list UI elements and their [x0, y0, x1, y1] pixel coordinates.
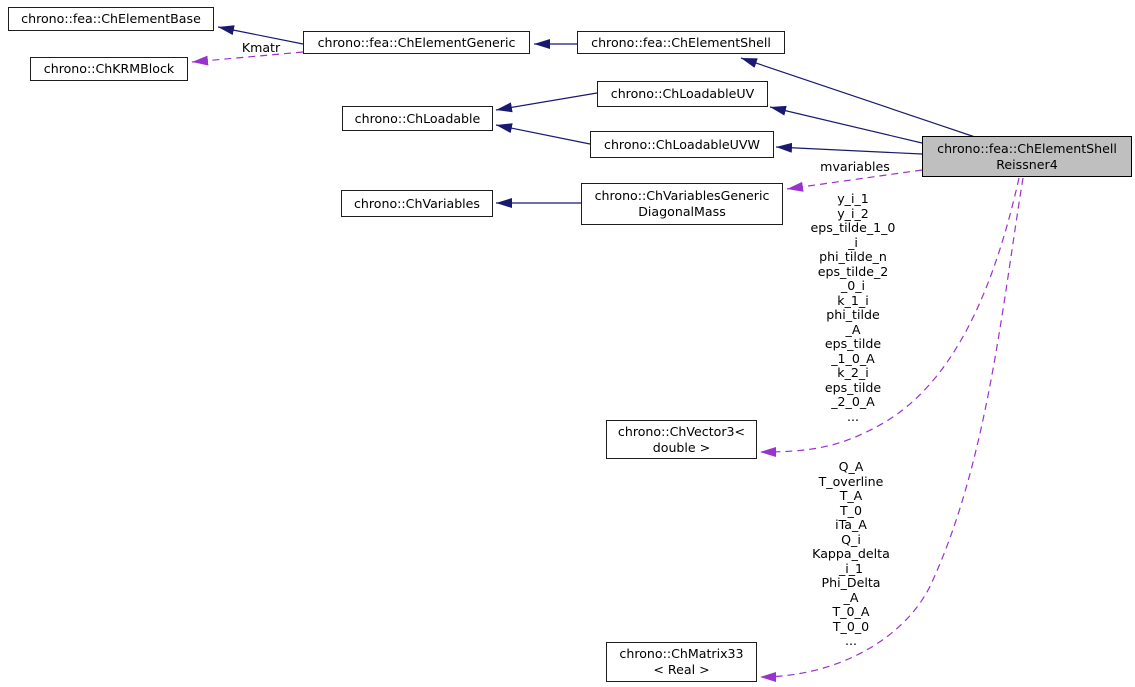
node-label: chrono::ChKRMBlock: [43, 61, 175, 76]
inheritance-arrow-reissner4-to-elementshell: [740, 57, 976, 138]
node-chvariables[interactable]: chrono::ChVariables: [341, 190, 493, 217]
node-label: chrono::ChLoadableUV: [610, 86, 755, 101]
edge-label-mvariables: mvariables: [820, 159, 890, 174]
node-label: chrono::ChLoadable: [354, 110, 481, 126]
usage-arrow-mvariables: [786, 169, 923, 192]
node-chvariablesgenericdiagonalmass[interactable]: chrono::ChVariablesGeneric DiagonalMass: [581, 183, 783, 225]
edge-label-kmatr: Kmatr: [241, 40, 281, 55]
node-chmatrix33-real[interactable]: chrono::ChMatrix33 < Real >: [606, 642, 757, 682]
node-label: double >: [652, 439, 711, 455]
node-label: Reissner4: [996, 156, 1058, 172]
node-label: chrono::fea::ChElementShell: [591, 34, 771, 50]
node-label: < Real >: [653, 662, 710, 677]
node-chelementgeneric[interactable]: chrono::fea::ChElementGeneric: [303, 31, 530, 54]
node-chloadableuvw[interactable]: chrono::ChLoadableUVW: [590, 131, 774, 158]
inheritance-arrow-loadableuv-to-loadable: [495, 92, 598, 113]
usage-arrow-kmatr: [191, 51, 304, 66]
inheritance-arrow-reissner4-to-loadableuv: [769, 105, 923, 144]
node-label: chrono::ChMatrix33: [619, 646, 744, 661]
node-label: chrono::fea::ChElementShell: [937, 140, 1117, 156]
node-chloadableuv[interactable]: chrono::ChLoadableUV: [597, 81, 768, 107]
node-chkrmblock[interactable]: chrono::ChKRMBlock: [30, 57, 188, 81]
node-chelementshellreissner4-current: chrono::fea::ChElementShell Reissner4: [922, 136, 1132, 177]
usage-arrow-matrix33-members: [759, 177, 1024, 682]
node-label: chrono::ChVariables: [353, 195, 480, 211]
edge-label-matrix33-members: Q_A T_overline T_A T_0 iTa_A Q_i Kappa_d…: [812, 459, 890, 648]
node-label: chrono::ChVector3<: [617, 423, 746, 439]
inheritance-arrow-reissner4-to-loadableuvw: [775, 142, 923, 155]
node-label: DiagonalMass: [638, 204, 726, 219]
inheritance-arrow-elementgeneric-to-elementbase: [217, 25, 304, 45]
usage-arrow-vector3-members: [759, 177, 1020, 457]
node-chelementshell[interactable]: chrono::fea::ChElementShell: [577, 31, 785, 54]
node-chvector3-double[interactable]: chrono::ChVector3< double >: [606, 420, 757, 459]
node-label: chrono::fea::ChElementBase: [21, 11, 201, 26]
edge-label-vector3-members: y_i_1 y_i_2 eps_tilde_1_0 _i phi_tilde_n…: [810, 191, 896, 424]
node-label: chrono::ChVariablesGeneric: [594, 188, 770, 203]
node-label: chrono::fea::ChElementGeneric: [317, 34, 516, 50]
inheritance-arrow-loadableuvw-to-loadable: [495, 123, 591, 145]
node-chloadable[interactable]: chrono::ChLoadable: [342, 106, 493, 131]
node-label: chrono::ChLoadableUVW: [604, 136, 760, 152]
node-chelementbase[interactable]: chrono::fea::ChElementBase: [8, 7, 214, 31]
